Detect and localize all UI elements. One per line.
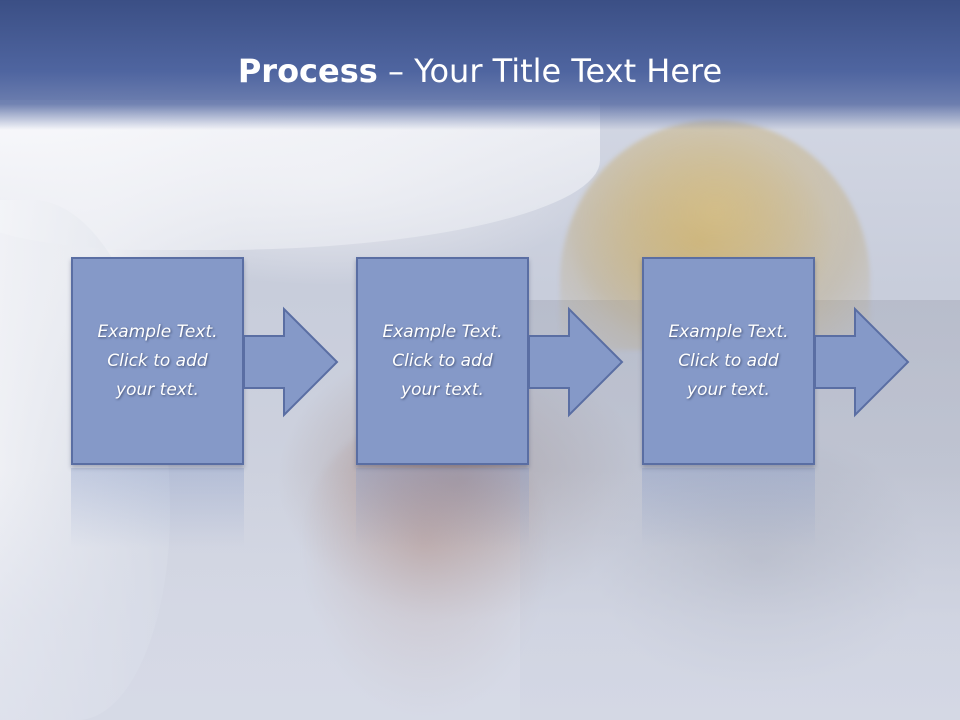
background-fade [0, 470, 960, 720]
step-text[interactable]: Example Text. Click to add your text. [668, 321, 789, 400]
step-reflection [71, 468, 244, 548]
process-step-2[interactable]: Example Text. Click to add your text. [356, 257, 529, 465]
title-bold: Process [237, 52, 378, 90]
right-arrow-icon [528, 306, 624, 418]
process-step-3[interactable]: Example Text. Click to add your text. [642, 257, 815, 465]
step-text[interactable]: Example Text. Click to add your text. [382, 321, 503, 400]
title-bar [0, 0, 960, 130]
title-rest: – Your Title Text Here [377, 52, 723, 90]
process-step-1[interactable]: Example Text. Click to add your text. [71, 257, 244, 465]
right-arrow-icon [243, 306, 339, 418]
slide-title[interactable]: Process – Your Title Text Here [0, 52, 960, 90]
step-text[interactable]: Example Text. Click to add your text. [97, 321, 218, 400]
right-arrow-icon [814, 306, 910, 418]
step-reflection [642, 468, 815, 548]
step-reflection [356, 468, 529, 548]
